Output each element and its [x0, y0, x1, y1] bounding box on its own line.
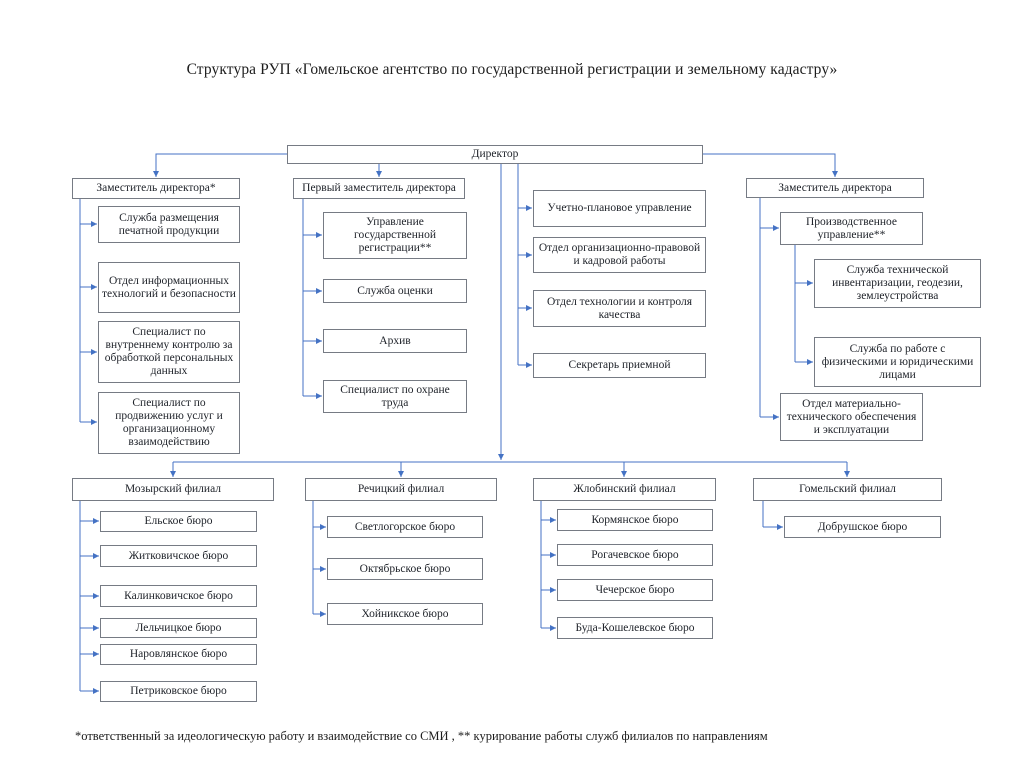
org-box-it-security-dept: Отдел информационных технологий и безопа…	[98, 262, 240, 313]
org-box-archive: Архив	[323, 329, 467, 353]
org-box-branch-rechitsa: Речицкий филиал	[305, 478, 497, 501]
org-box-bureau: Добрушское бюро	[784, 516, 941, 538]
org-box-deputy-right: Заместитель директора	[746, 178, 924, 198]
org-box-bureau: Ельское бюро	[100, 511, 257, 532]
org-box-director: Директор	[287, 145, 703, 164]
page-title: Структура РУП «Гомельское агентство по г…	[186, 61, 838, 78]
org-box-legal-hr-dept: Отдел организационно-правовой и кадровой…	[533, 237, 706, 273]
org-box-bureau: Кормянское бюро	[557, 509, 713, 531]
org-box-planning-dept: Учетно-плановое управление	[533, 190, 706, 227]
org-box-bureau: Чечерское бюро	[557, 579, 713, 601]
org-box-quality-dept: Отдел технологии и контроля качества	[533, 290, 706, 327]
org-box-bureau: Рогачевское бюро	[557, 544, 713, 566]
org-box-personal-data-specialist: Специалист по внутреннему контролю за об…	[98, 321, 240, 383]
org-box-bureau: Лельчицкое бюро	[100, 618, 257, 638]
org-box-valuation-service: Служба оценки	[323, 279, 467, 303]
org-box-first-deputy: Первый заместитель директора	[293, 178, 465, 199]
org-box-inventory-geodesy-service: Служба технической инвентаризации, геоде…	[814, 259, 981, 308]
org-box-labor-safety-specialist: Специалист по охране труда	[323, 380, 467, 413]
org-box-deputy-left: Заместитель директора*	[72, 178, 240, 199]
org-box-branch-zhlobin: Жлобинский филиал	[533, 478, 716, 501]
org-box-branch-gomel: Гомельский филиал	[753, 478, 942, 501]
org-box-client-service: Служба по работе с физическими и юридиче…	[814, 337, 981, 387]
org-box-bureau: Калинковичское бюро	[100, 585, 257, 607]
org-box-bureau: Наровлянское бюро	[100, 644, 257, 665]
org-box-print-service: Служба размещения печатной продукции	[98, 206, 240, 243]
org-box-branch-mozyr: Мозырский филиал	[72, 478, 274, 501]
org-box-bureau: Светлогорское бюро	[327, 516, 483, 538]
org-box-promotion-specialist: Специалист по продвижению услуг и органи…	[98, 392, 240, 454]
org-box-bureau: Буда-Кошелевское бюро	[557, 617, 713, 639]
org-box-state-registration: Управление государственной регистрации**	[323, 212, 467, 259]
footnote: *ответственный за идеологическую работу …	[75, 729, 768, 743]
org-box-bureau: Петриковское бюро	[100, 681, 257, 702]
org-box-bureau: Октябрьское бюро	[327, 558, 483, 580]
org-box-secretary: Секретарь приемной	[533, 353, 706, 378]
org-box-production-dept: Производственное управление**	[780, 212, 923, 245]
org-box-logistics-dept: Отдел материально-технического обеспечен…	[780, 393, 923, 441]
org-box-bureau: Хойникское бюро	[327, 603, 483, 625]
org-box-bureau: Житковичское бюро	[100, 545, 257, 567]
